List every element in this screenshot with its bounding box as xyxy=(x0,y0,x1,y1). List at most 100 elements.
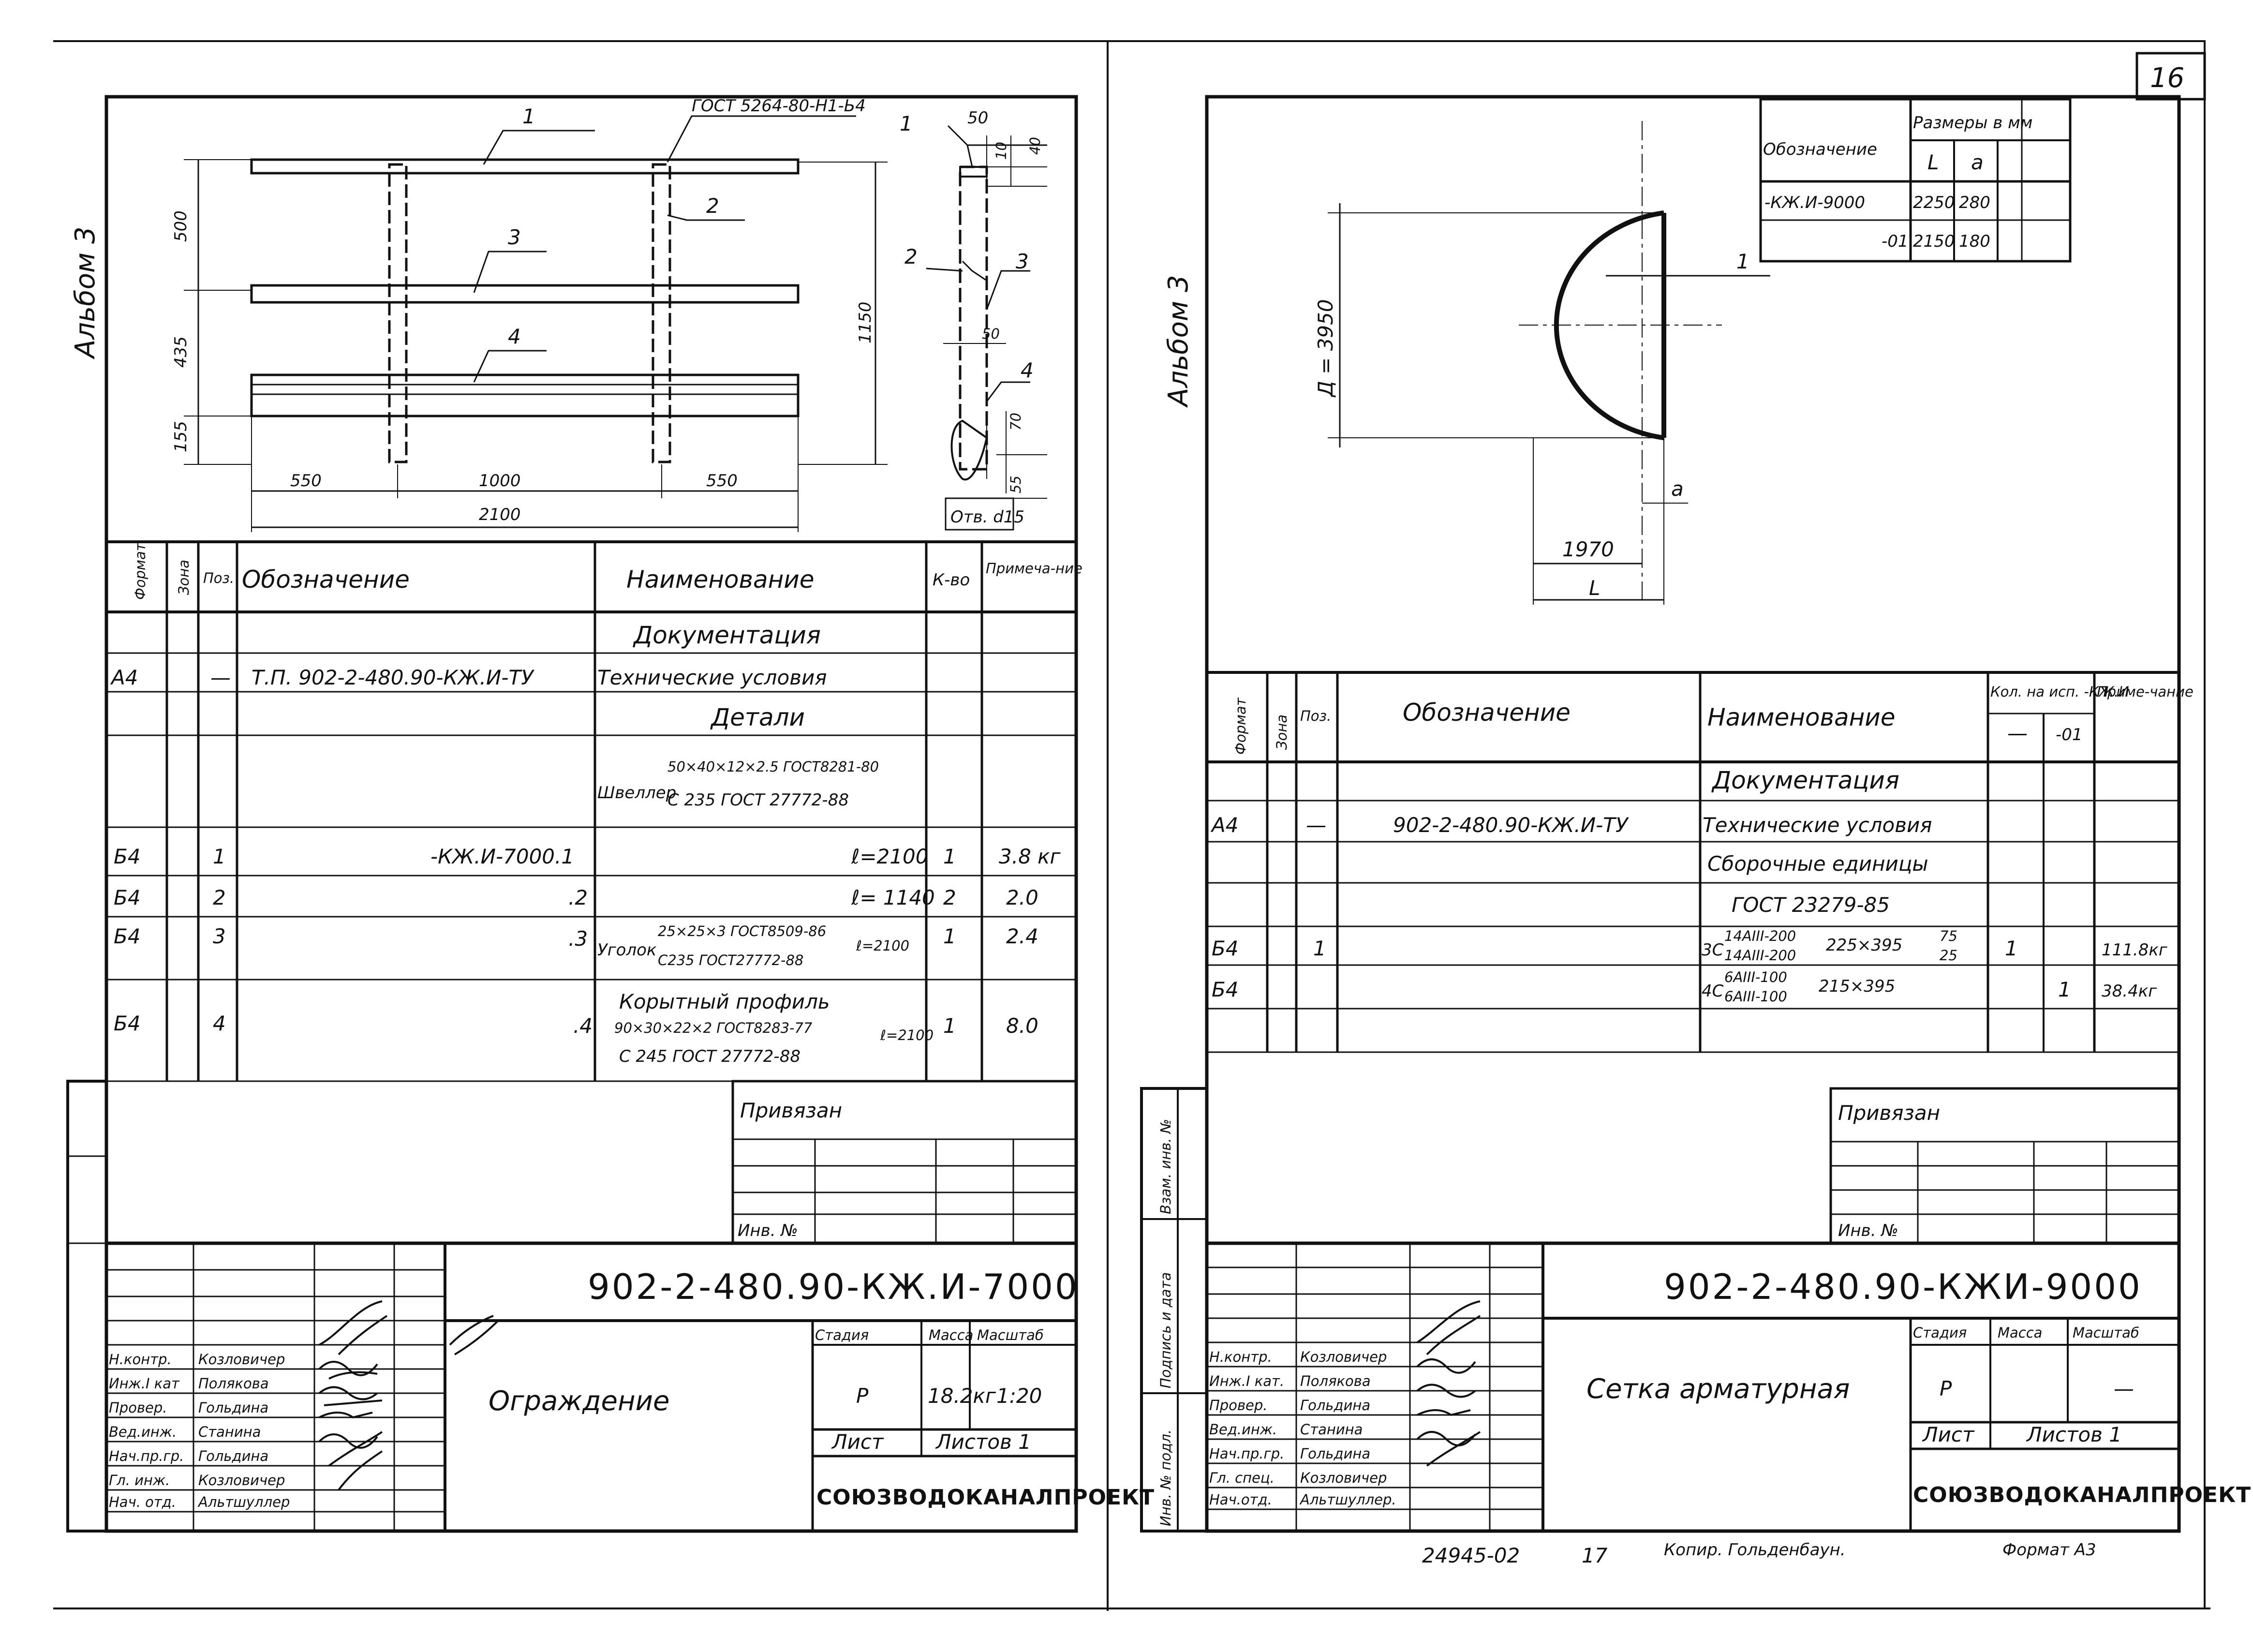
person2-5: Гольдина xyxy=(1300,1445,1370,1462)
org-name-2: СОЮЗВОДОКАНАЛПРОЕКТ xyxy=(1913,1483,2251,1507)
sizes-row2-L: 2150 xyxy=(1913,232,1955,251)
dim-550-right: 550 xyxy=(706,471,738,491)
r1-fnum: 75 xyxy=(1940,928,1957,944)
section-docs: Документация xyxy=(633,621,821,649)
side-vzam: Взам. инв. № xyxy=(1157,1119,1174,1214)
sizes-row1-L: 2250 xyxy=(1913,193,1955,212)
hdr2-pos: Поз. xyxy=(1300,708,1331,724)
row1-format: Б4 xyxy=(114,845,141,868)
row3-format: Б4 xyxy=(114,924,141,948)
page-number: 16 xyxy=(2150,62,2184,94)
r1-note: 111.8кг xyxy=(2102,940,2168,960)
sizes-row2-designation: -01 xyxy=(1882,232,1909,251)
paper-format: Формат А3 xyxy=(2002,1540,2096,1560)
role-2: Инж.I кат xyxy=(109,1375,180,1392)
copied-by: Копир. Гольденбаун. xyxy=(1664,1540,1846,1560)
drawing-name: Ограждение xyxy=(489,1385,669,1417)
profile-callout-1: 1 xyxy=(900,112,913,135)
hdr-zone: Зона xyxy=(176,560,192,595)
person2-7: Альтшуллер. xyxy=(1299,1491,1396,1508)
person2-3: Гольдина xyxy=(1300,1397,1370,1414)
sizes-hdr-L: L xyxy=(1927,150,1939,174)
person-7: Альтшуллер xyxy=(197,1494,290,1510)
dim-diameter: Д = 3950 xyxy=(1314,299,1337,398)
privyazan-label-2: Привязан xyxy=(1838,1101,1940,1125)
person-6: Козловичер xyxy=(198,1472,285,1488)
hdr2-q1: — xyxy=(2007,721,2028,745)
callout-3: 3 xyxy=(508,225,521,249)
mass-header: Масса xyxy=(929,1327,973,1343)
dim-500: 500 xyxy=(171,210,191,242)
role2-3: Провер. xyxy=(1209,1397,1268,1414)
role2-2: Инж.I кат. xyxy=(1209,1373,1284,1389)
hdr-designation: Обозначение xyxy=(242,566,410,594)
profile-callout-3: 3 xyxy=(1016,250,1029,273)
row3-len: ℓ=2100 xyxy=(856,938,909,954)
side-podp: Подпись и дата xyxy=(1157,1272,1174,1388)
people-list: Н.контр. Козловичер Инж.I кат Полякова П… xyxy=(109,1351,290,1510)
privyazan-label: Привязан xyxy=(740,1099,842,1122)
channel-name: Швеллер xyxy=(597,783,676,803)
drawing-name-2: Сетка арматурная xyxy=(1586,1373,1850,1405)
stage-value: Р xyxy=(856,1384,869,1408)
row2-designation: .2 xyxy=(568,886,588,909)
role-4: Вед.инж. xyxy=(109,1424,177,1440)
hdr2-format: Формат xyxy=(1232,697,1249,755)
docs-pos: — xyxy=(210,666,231,689)
dim-1150: 1150 xyxy=(856,301,875,343)
row4-format: Б4 xyxy=(114,1012,141,1035)
mass-value: 18.2кг xyxy=(928,1384,996,1408)
inv-label: Инв. № xyxy=(738,1221,798,1240)
dim-155: 155 xyxy=(171,421,191,452)
mass-header-2: Масса xyxy=(1998,1325,2042,1341)
dim-10: 10 xyxy=(993,142,1009,160)
scale-value: 1:20 xyxy=(996,1384,1042,1408)
role-6: Гл. инж. xyxy=(109,1472,170,1488)
profile-callout-4: 4 xyxy=(1021,358,1034,382)
dim-40: 40 xyxy=(1027,137,1043,155)
docs-format: А4 xyxy=(110,666,138,689)
r2-q2: 1 xyxy=(2058,978,2071,1001)
inventory-number: 24945-02 xyxy=(1422,1544,1520,1567)
role-1: Н.контр. xyxy=(109,1351,172,1368)
side-inv: Инв. № подл. xyxy=(1157,1429,1174,1526)
person-5: Гольдина xyxy=(198,1448,268,1464)
sheet-sequence: 17 xyxy=(1582,1544,1608,1567)
sheet-header: Лист xyxy=(831,1430,884,1454)
mesh-callout-1: 1 xyxy=(1736,250,1749,273)
row2-note: 2.0 xyxy=(1006,886,1038,909)
r1-pos: 1 xyxy=(1313,937,1326,960)
row3-pos: 3 xyxy=(213,924,226,948)
drawing-code: 902-2-480.90-КЖ.И-7000 xyxy=(588,1266,1079,1307)
sizes-row1-a: 280 xyxy=(1959,193,1990,212)
sizes-hdr-sizes: Размеры в мм xyxy=(1913,113,2032,133)
r2-size: 215×395 xyxy=(1819,977,1895,996)
hdr-pos: Поз. xyxy=(203,570,234,586)
docs2-name: Технические условия xyxy=(1703,813,1932,837)
dim-L: L xyxy=(1589,576,1600,600)
hdr-note: Примеча-ние xyxy=(986,560,1082,577)
docs2-designation: 902-2-480.90-КЖ.И-ТУ xyxy=(1393,813,1629,837)
dim-1000: 1000 xyxy=(479,471,521,491)
sizes-row1-designation: -КЖ.И-9000 xyxy=(1764,193,1865,212)
role-3: Провер. xyxy=(109,1399,167,1416)
channel-spec2: С 235 ГОСТ 27772-88 xyxy=(667,790,849,810)
sheets-header: Листов 1 xyxy=(935,1430,1031,1454)
row3-note: 2.4 xyxy=(1006,924,1038,948)
scale-header: Масштаб xyxy=(977,1327,1044,1343)
row4-designation: .4 xyxy=(573,1014,593,1038)
gost-label: ГОСТ 5264-80-Н1-Ь4 xyxy=(692,96,866,116)
r2-note: 38.4кг xyxy=(2102,982,2157,1001)
docs2-pos: — xyxy=(1306,813,1326,837)
person2-1: Козловичер xyxy=(1300,1349,1387,1365)
sheet-header-2: Лист xyxy=(1922,1423,1975,1446)
profile-callout-2: 2 xyxy=(904,245,918,268)
r2-num: 6АIII-100 xyxy=(1724,969,1787,985)
stage-value-2: Р xyxy=(1940,1377,1952,1400)
callout-1: 1 xyxy=(522,104,535,128)
angle-spec2: С235 ГОСТ27772-88 xyxy=(658,952,803,968)
row2-format: Б4 xyxy=(114,886,141,909)
role-5: Нач.пр.гр. xyxy=(109,1448,184,1464)
hdr2-zone: Зона xyxy=(1274,714,1290,750)
